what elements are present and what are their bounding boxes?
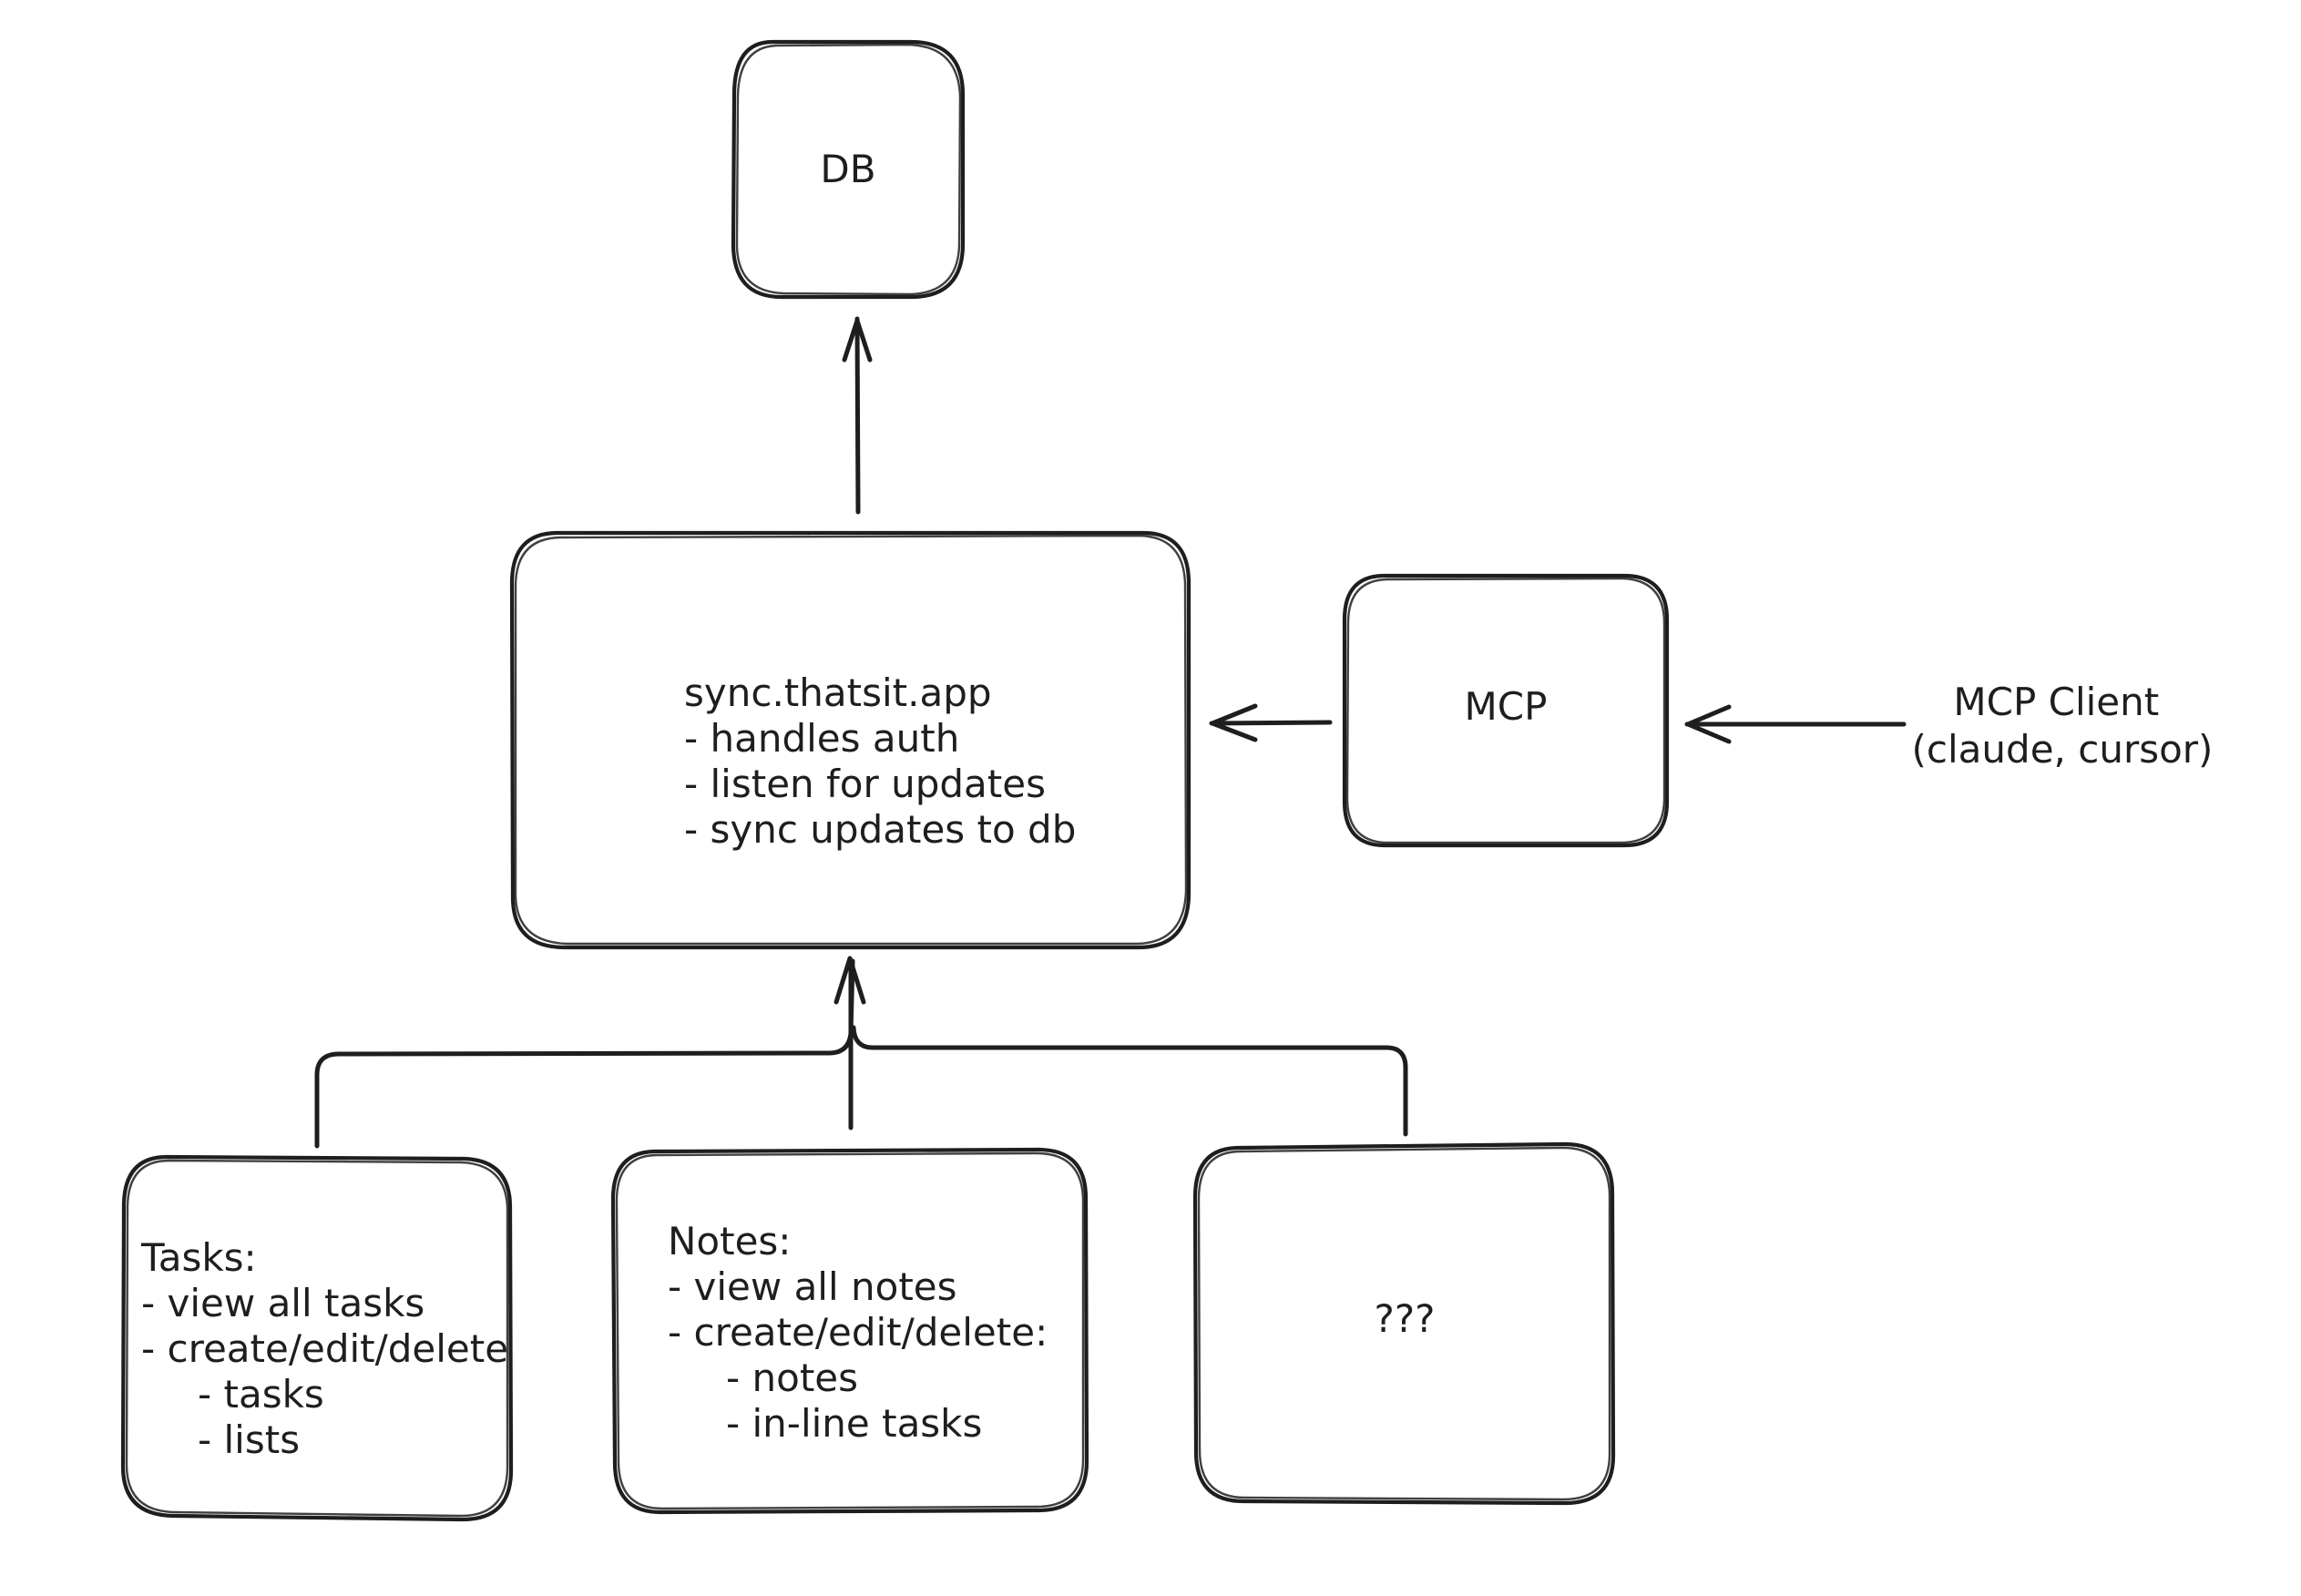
- arrow-client-to-mcp: [1684, 704, 1907, 744]
- db-node: DB: [731, 39, 966, 300]
- unknown-label: ???: [1375, 1296, 1436, 1341]
- mcp-label: MCP: [1465, 684, 1548, 729]
- arrow-mcp-to-sync: [1209, 703, 1333, 742]
- tasks-node: Tasks: - view all tasks - create/edit/de…: [120, 1154, 520, 1522]
- tasks-line-tasks: - tasks: [198, 1372, 324, 1417]
- tasks-line-view: - view all tasks: [141, 1281, 424, 1325]
- tasks-title: Tasks:: [140, 1235, 257, 1280]
- notes-line-view: - view all notes: [668, 1264, 957, 1309]
- mcp-client-node: MCP Client (claude, cursor): [1912, 680, 2214, 772]
- notes-line-inline-tasks: - in-line tasks: [726, 1401, 982, 1446]
- arrow-bottom-to-sync: [314, 956, 1408, 1149]
- notes-node: Notes: - view all notes - create/edit/de…: [610, 1147, 1089, 1515]
- mcp-client-title: MCP Client: [1953, 680, 2159, 724]
- mcp-client-subtitle: (claude, cursor): [1912, 727, 2214, 772]
- mcp-node: MCP: [1342, 573, 1670, 848]
- tasks-line-crud: - create/edit/delete: [141, 1326, 508, 1371]
- db-label: DB: [820, 147, 875, 191]
- sync-line-listen: - listen for updates: [684, 762, 1046, 806]
- unknown-node: ???: [1192, 1141, 1616, 1506]
- sync-line-auth: - handles auth: [684, 716, 959, 761]
- notes-line-crud: - create/edit/delete:: [668, 1310, 1048, 1355]
- sync-text: sync.thatsit.app - handles auth - listen…: [684, 670, 1076, 852]
- notes-line-notes: - notes: [726, 1356, 858, 1400]
- tasks-text: Tasks: - view all tasks - create/edit/de…: [140, 1235, 520, 1462]
- sync-line-sync: - sync updates to db: [684, 807, 1076, 852]
- notes-text: Notes: - view all notes - create/edit/de…: [668, 1219, 1060, 1446]
- tasks-line-lists: - lists: [198, 1417, 300, 1462]
- notes-title: Notes:: [668, 1219, 791, 1264]
- sync-node: sync.thatsit.app - handles auth - listen…: [509, 530, 1191, 950]
- sync-title: sync.thatsit.app: [684, 670, 992, 715]
- mcp-client-text: MCP Client (claude, cursor): [1912, 680, 2214, 772]
- arrow-sync-to-db: [842, 316, 873, 515]
